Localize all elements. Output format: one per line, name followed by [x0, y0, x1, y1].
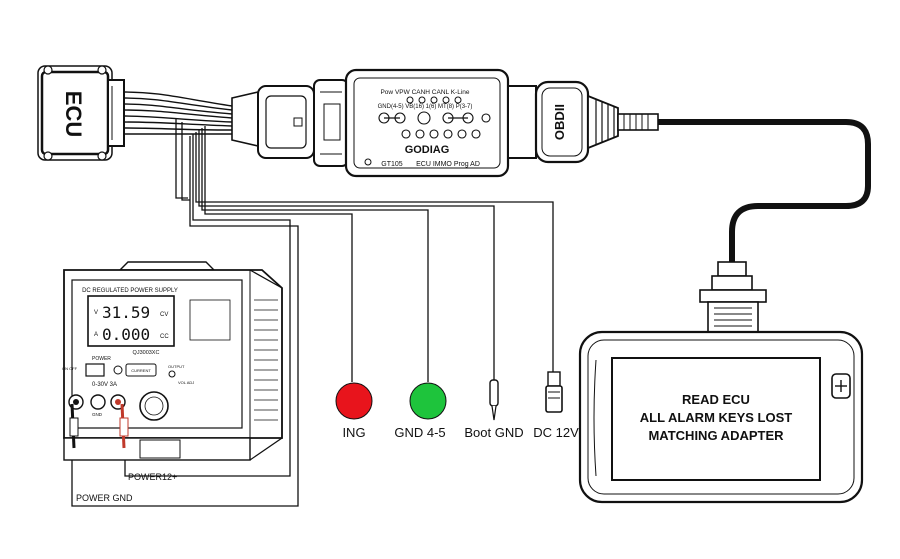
psu-voltage: 31.59 [102, 303, 150, 322]
device-text-line1: READ ECU [682, 392, 750, 407]
psu-current-btn: CURRENT [131, 368, 151, 373]
dc12v-plug-icon [545, 371, 563, 413]
psu-gnd: GND [92, 412, 103, 417]
label-power-gnd: POWER GND [76, 493, 133, 503]
obd-label: OBDII [552, 104, 567, 140]
adapter-pin-labels-top: Pow VPW CANH CANL K-Line [380, 89, 469, 96]
psu-cv: CV [160, 312, 168, 318]
adapter-product: ECU IMMO Prog AD [416, 161, 480, 168]
label-gnd45: GND 4-5 [394, 425, 445, 440]
adapter-pin-labels-bottom: GND(4-5) VB(16) 1(6) MT(8) P(3-7) [378, 104, 473, 110]
psu-range: 0-30V 3A [92, 382, 117, 388]
dpad-icon [831, 373, 851, 399]
psu-on-off: ON OFF [62, 366, 78, 371]
ecu-label: ECU [61, 91, 86, 137]
boot-gnd-clip-icon [489, 379, 499, 421]
psu-current-prefix: A [94, 332, 98, 338]
db-connector [699, 261, 767, 333]
psu-model: QJ3003XC [133, 350, 160, 356]
label-ing: ING [342, 425, 365, 440]
voltage-knob [139, 391, 169, 421]
ing-indicator [335, 382, 373, 420]
psu-cc: CC [160, 334, 169, 340]
label-dc12v: DC 12V [533, 425, 579, 440]
adapter-plug [231, 79, 349, 167]
label-boot-gnd: Boot GND [464, 425, 523, 440]
ecu-harness [123, 91, 233, 135]
label-power12: POWER12+ [128, 472, 177, 482]
psu-power-label: POWER [92, 356, 111, 362]
psu-voltage-prefix: V [94, 310, 98, 316]
psu-vol-adj: VOL ADJ [178, 380, 194, 385]
gnd45-indicator [409, 382, 447, 420]
ecu-module: ECU [37, 65, 125, 161]
device-text-line2: ALL ALARM KEYS LOST [640, 410, 792, 425]
obd-cable [658, 119, 871, 262]
adapter-model: GT105 [381, 161, 403, 168]
power-supply: DC REGULATED POWER SUPPLY V 31.59 CV A 0… [62, 261, 283, 461]
godiag-adapter: Pow VPW CANH CANL K-Line GND(4-5) VB(16)… [344, 68, 510, 178]
obd-connector: OBDII [507, 80, 659, 164]
psu-title: DC REGULATED POWER SUPPLY [82, 288, 178, 294]
branch-wires [71, 118, 554, 507]
diagnostic-tablet: READ ECU ALL ALARM KEYS LOST MATCHING AD… [578, 330, 864, 504]
psu-output: OUTPUT [168, 364, 185, 369]
psu-current: 0.000 [102, 325, 150, 344]
device-text-line3: MATCHING ADAPTER [648, 428, 784, 443]
adapter-brand: GODIAG [405, 144, 450, 156]
